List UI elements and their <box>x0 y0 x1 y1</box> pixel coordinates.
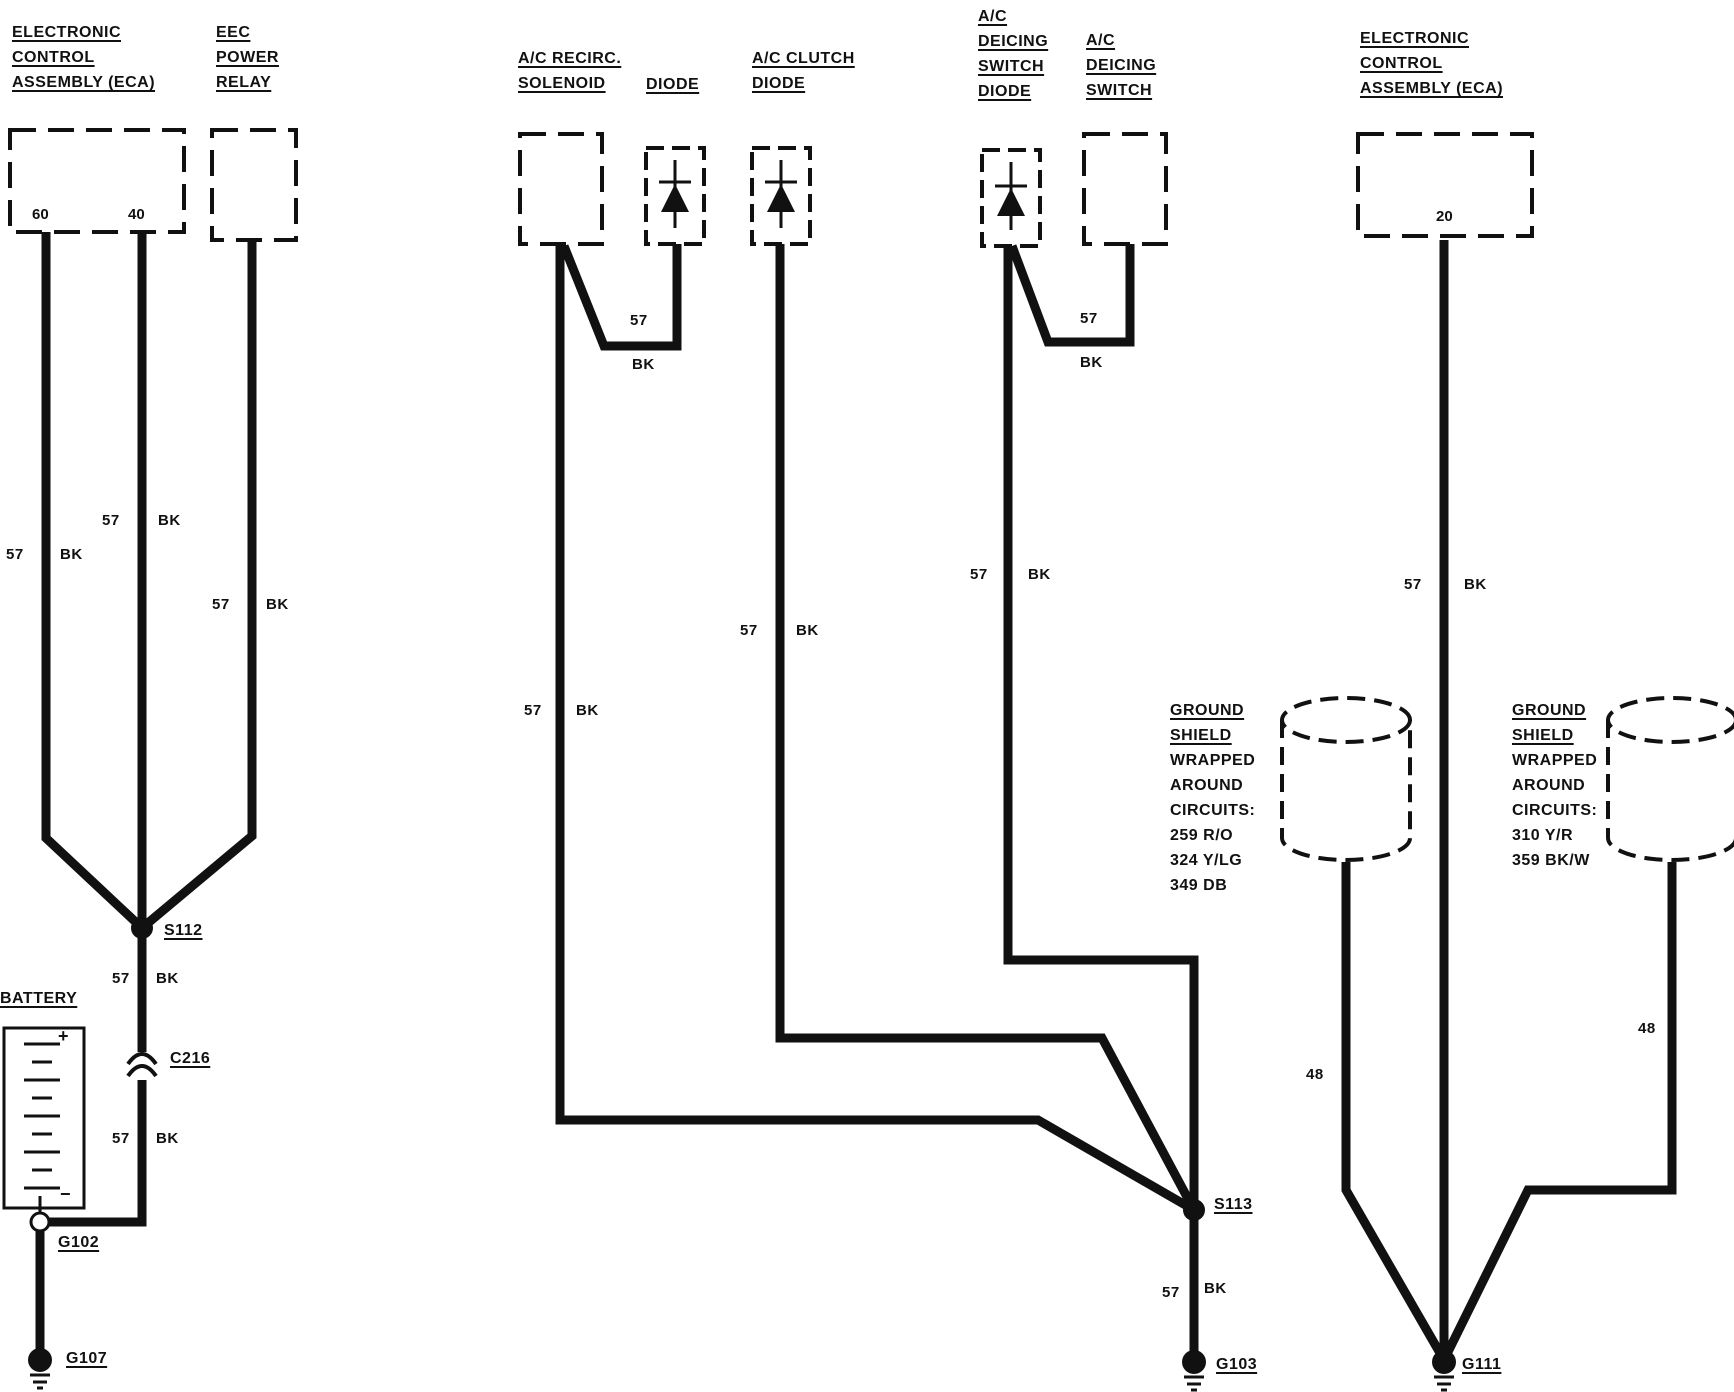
wire-label-circuit: 57 <box>524 702 542 719</box>
battery-label: BATTERY <box>0 990 78 1007</box>
ground-shield-1-body <box>1280 720 1412 862</box>
ground-shield-2-body <box>1606 720 1734 862</box>
wire-label-color: BK <box>60 546 83 563</box>
ac-recirc-solenoid-box <box>518 132 604 246</box>
diode-triangle <box>661 184 689 212</box>
s113-splice <box>1183 1199 1205 1221</box>
c216-connector-top <box>126 1052 158 1066</box>
battery-plus-sign: + <box>58 1026 69 1046</box>
wire-eca60-to-s112 <box>41 232 146 932</box>
wire-label-circuit: 57 <box>1080 310 1098 327</box>
wire-deice-diode-to-s113 <box>1003 246 1199 1210</box>
wire-label-color: BK <box>796 622 819 639</box>
eca-left-box <box>8 128 186 234</box>
wire-shield2-to-g111 <box>1439 862 1677 1362</box>
wire-label-circuit: 57 <box>112 1130 130 1147</box>
eca-right-box <box>1356 132 1534 238</box>
wire-recirc-to-s113 <box>555 246 1197 1214</box>
wire-label-circuit: 57 <box>112 970 130 987</box>
diode-label: DIODE <box>646 76 700 93</box>
g111-ground-symbol <box>1432 1350 1456 1392</box>
wire-deice-diode-to-switch <box>1007 244 1135 347</box>
wire-label-color: BK <box>1080 354 1103 371</box>
wire-eec-relay-to-s112 <box>139 240 257 932</box>
wire-label-shield-circuit: 48 <box>1638 1020 1656 1037</box>
c216-label: C216 <box>170 1050 211 1067</box>
pin-20: 20 <box>1436 208 1453 225</box>
s113-label: S113 <box>1214 1196 1253 1213</box>
ac-clutch-diode-triangle <box>767 184 795 212</box>
wire-label-color: BK <box>1464 576 1487 593</box>
wire-label-circuit: 57 <box>630 312 648 329</box>
g102-label: G102 <box>58 1234 100 1251</box>
battery-body <box>2 1026 86 1210</box>
wire-label-circuit: 57 <box>212 596 230 613</box>
wire-label-color: BK <box>266 596 289 613</box>
eec-relay-box <box>210 128 298 242</box>
wire-label-color: BK <box>1204 1280 1227 1297</box>
g103-ground-symbol <box>1182 1350 1206 1392</box>
wire-label-shield-circuit: 48 <box>1306 1066 1324 1083</box>
wire-clutch-diode-to-s113 <box>775 244 1198 1213</box>
wire-label-circuit: 57 <box>6 546 24 563</box>
c216-connector-bottom <box>126 1064 158 1078</box>
wire-label-color: BK <box>632 356 655 373</box>
g107-label: G107 <box>66 1350 108 1367</box>
wire-label-circuit: 57 <box>970 566 988 583</box>
wire-c216-to-g102 <box>40 1080 147 1227</box>
g107-ground-symbol <box>28 1348 52 1390</box>
pin-40: 40 <box>128 206 145 223</box>
wire-label-color: BK <box>156 1130 179 1147</box>
wire-recirc-to-diode <box>559 244 682 351</box>
g111-label: G111 <box>1462 1356 1502 1373</box>
wire-label-color: BK <box>158 512 181 529</box>
deice-diode-triangle <box>997 188 1025 216</box>
wire-label-color: BK <box>156 970 179 987</box>
wire-label-color: BK <box>576 702 599 719</box>
wire-shield1-to-g111 <box>1341 862 1448 1363</box>
wire-label-circuit: 57 <box>1404 576 1422 593</box>
s112-splice <box>131 917 153 939</box>
wire-label-circuit: 57 <box>102 512 120 529</box>
wire-label-circuit: 57 <box>740 622 758 639</box>
g102-terminal <box>29 1211 51 1233</box>
ac-deicing-switch-box <box>1082 132 1168 246</box>
s112-label: S112 <box>164 922 203 939</box>
g103-label: G103 <box>1216 1356 1258 1373</box>
ac-recirc-solenoid-label: A/C RECIRC.SOLENOID <box>518 50 622 92</box>
wire-label-circuit: 57 <box>1162 1284 1180 1301</box>
wire-label-color: BK <box>1028 566 1051 583</box>
ground-shield-1-top <box>1280 696 1412 744</box>
ground-shield-2-top <box>1606 696 1734 744</box>
battery-minus-sign: − <box>60 1184 71 1204</box>
pin-60: 60 <box>32 206 49 223</box>
